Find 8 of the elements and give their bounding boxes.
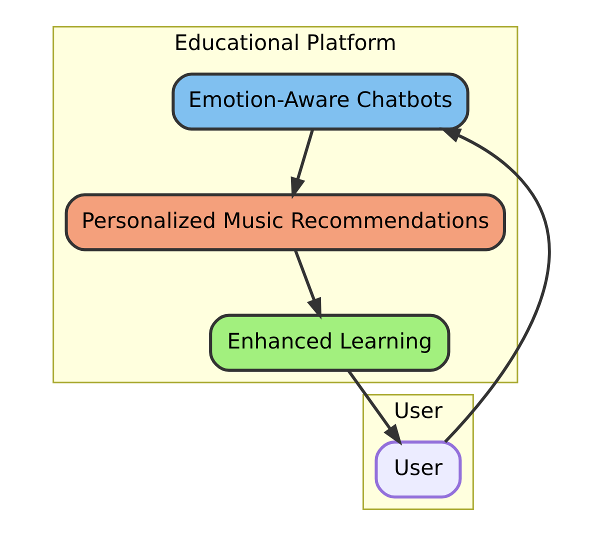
node-box: Enhanced Learning	[209, 314, 450, 372]
node-box: User	[374, 440, 462, 499]
arrow	[290, 128, 314, 200]
arrow	[294, 249, 322, 320]
arrow	[347, 370, 402, 446]
arrow	[439, 127, 550, 443]
node-box: Personalized Music Recommendations	[64, 193, 506, 252]
node-box: Emotion-Aware Chatbots	[172, 72, 470, 131]
